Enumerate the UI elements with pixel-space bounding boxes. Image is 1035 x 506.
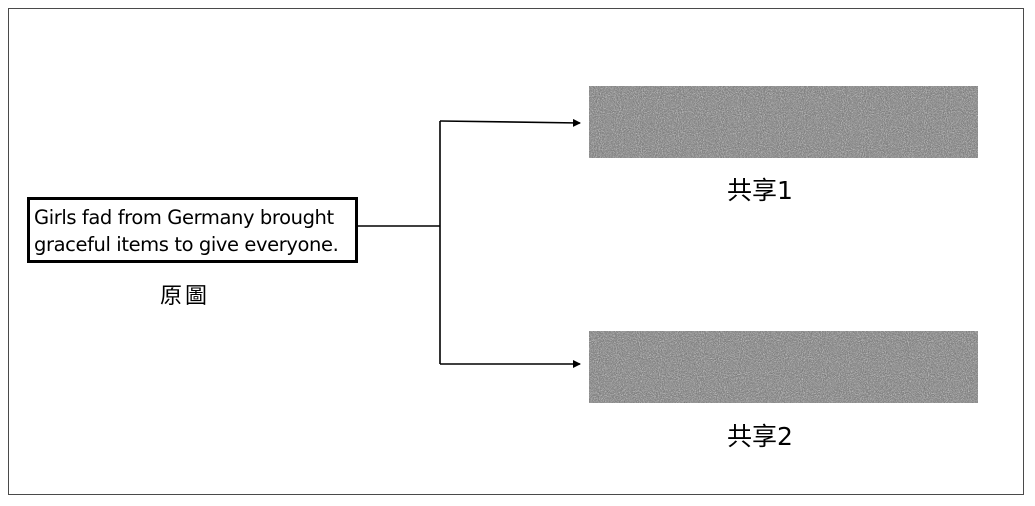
share-1-noise-image [589, 86, 978, 158]
original-image-caption: 原圖 [159, 284, 210, 309]
share-2-caption: 共享2 [727, 422, 793, 451]
share-1-caption: 共享1 [727, 176, 793, 205]
original-text-line-1: Girls fad from Germany brought [34, 206, 334, 229]
diagram-frame [8, 8, 1024, 495]
original-text-box: Girls fad from Germany brought graceful … [27, 197, 358, 263]
original-text-line-2: graceful items to give everyone. [34, 233, 339, 256]
share-2-noise-image [589, 331, 978, 403]
